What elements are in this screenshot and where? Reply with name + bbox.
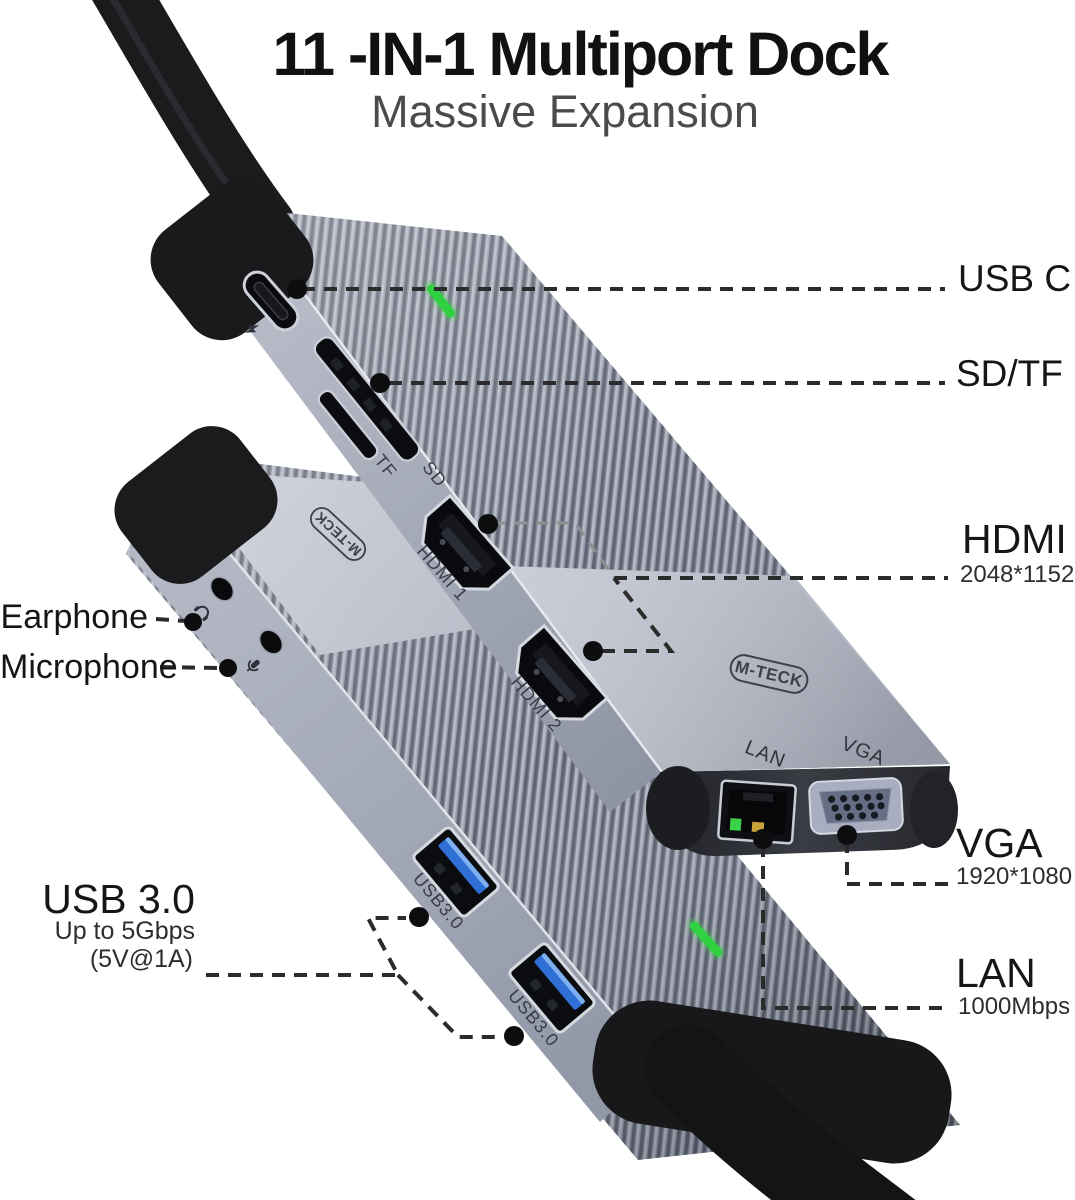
lower-face-shading — [126, 452, 960, 1160]
usb-c-callout-dot — [287, 279, 307, 299]
callout-detail-lan: 1000Mbps — [958, 993, 1071, 1020]
usb-c-cable-bottom — [644, 1024, 916, 1200]
callout-label-microphone: Microphone — [0, 648, 178, 686]
callout-dots — [184, 279, 857, 1046]
hdmi2-callout-dot — [583, 641, 603, 661]
hdmi2-branch-line — [602, 576, 676, 653]
callout-label-vga: VGA — [956, 820, 1043, 866]
callout-detail-hdmi: 2048*1152 — [960, 561, 1075, 588]
earphone-callout-dot — [184, 613, 202, 631]
lower-edge-highlight — [184, 499, 661, 1071]
usb3-callout-dot-1 — [409, 907, 429, 927]
usb-c-port — [242, 270, 300, 332]
callout-label-usb3: USB 3.0 — [42, 876, 195, 922]
usb3-port-1 — [412, 826, 500, 918]
callout-detail-usb3-power: (5V@1A) — [89, 945, 193, 973]
page-title: 11 -IN-1 Multiport Dock — [272, 20, 890, 88]
power-led-upper — [423, 280, 459, 322]
microphone-jack — [258, 629, 284, 655]
sd-slot — [313, 336, 421, 462]
earphone-jack — [209, 576, 235, 602]
usb3-port-2 — [508, 942, 596, 1034]
upper-dock-unit: TF SD HDMI 1 — [150, 179, 958, 857]
callout-lines — [155, 287, 952, 1039]
hdmi1-branch-line — [494, 521, 616, 578]
lan-callout-line — [761, 844, 950, 1010]
lan-port — [717, 779, 797, 845]
vga-callout-dot — [837, 825, 857, 845]
page-subtitle: Massive Expansion — [371, 86, 759, 137]
sd-tf-callout-dot — [370, 373, 390, 393]
headphone-icon — [194, 605, 210, 622]
lower-dock-unit: M-TECK — [114, 426, 960, 1200]
usb3-callout-line-1 — [206, 916, 406, 977]
callout-label-earphone: Earphone — [0, 598, 148, 636]
microphone-icon — [246, 659, 260, 672]
callout-detail-vga: 1920*1080 — [956, 863, 1073, 890]
tf-slot — [317, 389, 379, 461]
microphone-callout-line — [159, 665, 220, 670]
lower-near-corner-cap — [114, 426, 278, 584]
usb3-callout-line-2 — [396, 973, 502, 1039]
power-led-lower — [685, 917, 727, 961]
callout-label-sd-tf: SD/TF — [956, 353, 1063, 394]
hdmi2-port — [515, 623, 610, 721]
callout-label-usb-c: USB C — [958, 258, 1072, 299]
callout-label-hdmi: HDMI — [962, 516, 1067, 562]
vga-callout-line — [845, 840, 952, 886]
upper-edge-highlight — [238, 207, 664, 773]
earphone-callout-line — [155, 617, 187, 623]
hdmi1-port — [421, 493, 516, 591]
microphone-callout-dot — [219, 659, 237, 677]
callout-detail-usb3-speed: Up to 5Gbps — [54, 917, 195, 945]
upper-end-face — [646, 766, 958, 857]
hdmi1-callout-dot — [478, 514, 498, 534]
vga-port — [808, 777, 904, 835]
usb3-callout-dot-2 — [504, 1026, 524, 1046]
lightning-icon — [244, 325, 260, 333]
lan-callout-dot — [753, 829, 773, 849]
upper-face-shading — [240, 208, 950, 772]
callout-label-lan: LAN — [956, 950, 1036, 996]
lan-link-led — [729, 818, 742, 831]
